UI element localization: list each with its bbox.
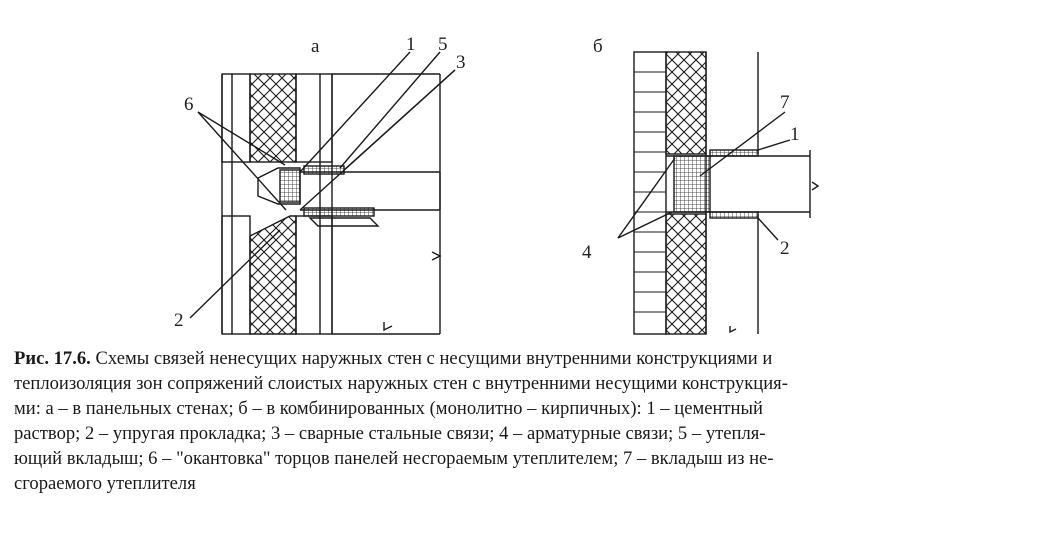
panel-a-lower-insulation xyxy=(249,215,297,335)
insulation-insert-b xyxy=(673,155,711,213)
caption-text-line-1: Схемы связей ненесущих наружных стен с н… xyxy=(95,348,773,369)
callout-a-6: 6 xyxy=(184,94,194,115)
caption-text-line-3: ми: а – в панельных стенах; б – в комбин… xyxy=(14,398,763,419)
callout-b-4: 4 xyxy=(582,242,592,263)
diagram-a xyxy=(189,51,456,335)
panel-a-lower-inner-layer xyxy=(295,215,333,335)
caption-number: Рис. 17.6. xyxy=(14,348,91,369)
callout-a-3: 3 xyxy=(456,52,466,73)
callout-a-1: 1 xyxy=(406,34,416,55)
panel-a-lower-outer-layer xyxy=(221,215,251,335)
caption-text-line-6: сгораемого утеплителя xyxy=(14,473,196,494)
joint-a-mortar xyxy=(279,169,301,203)
part-a-label: а xyxy=(311,36,320,57)
joint-a-insert xyxy=(257,167,301,205)
insulation-b-upper xyxy=(665,51,707,155)
diagram-b xyxy=(617,51,820,335)
callout-a-5: 5 xyxy=(438,34,448,55)
caption-text-line-5: ющий вкладыш; 6 – "окантовка" торцов пан… xyxy=(14,448,774,469)
caption-line-1: Рис. 17.6. Схемы связей ненесущих наружн… xyxy=(14,346,1046,371)
figure-drawing: а 1 5 3 6 2 xyxy=(174,34,820,335)
figure-caption: Рис. 17.6. Схемы связей ненесущих наружн… xyxy=(14,346,1046,496)
callout-b-7: 7 xyxy=(780,92,790,113)
callout-b-1: 1 xyxy=(790,124,800,145)
panel-a-upper-insulation xyxy=(249,73,297,163)
panel-a-upper-outer-layer xyxy=(221,73,251,163)
callout-b-2: 2 xyxy=(780,238,790,259)
insulation-b-lower xyxy=(665,213,707,335)
callout-a-2: 2 xyxy=(174,310,184,331)
part-b-label: б xyxy=(593,36,603,57)
panel-a-upper-inner-layer xyxy=(295,73,333,163)
caption-text-line-2: теплоизоляция зон сопряжений слоистых на… xyxy=(14,373,788,394)
brick-layer-b xyxy=(633,51,667,335)
caption-text-line-4: раствор; 2 – упругая прокладка; 3 – свар… xyxy=(14,423,766,444)
